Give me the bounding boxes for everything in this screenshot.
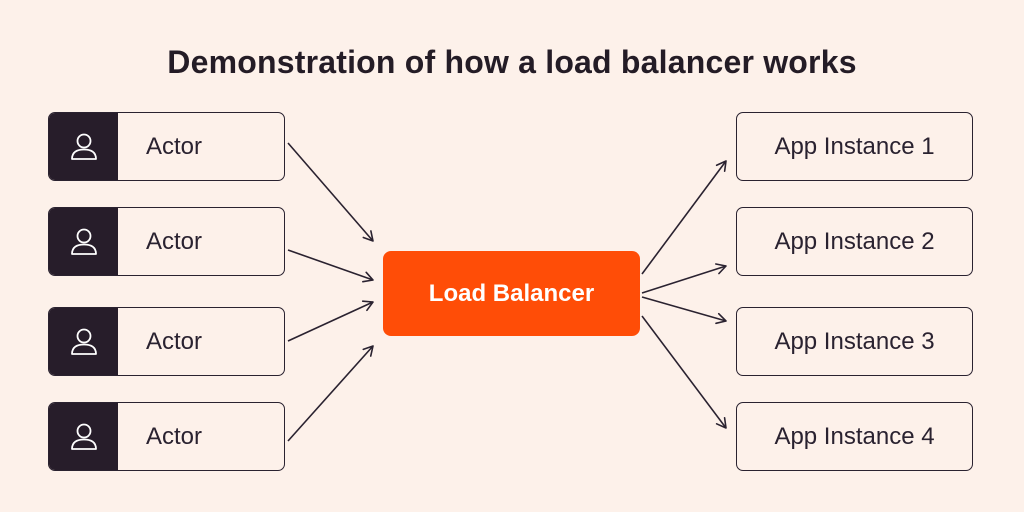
app-instance-box-2: App Instance 2 xyxy=(736,207,973,276)
arrow-actor-1-to-lb xyxy=(287,142,374,242)
actor-label: Actor xyxy=(146,227,203,255)
app-instance-label: App Instance 4 xyxy=(774,422,935,450)
load-balancer-label: Load Balancer xyxy=(428,279,595,307)
person-icon xyxy=(70,133,97,160)
app-instance-box-4: App Instance 4 xyxy=(736,402,973,471)
load-balancer-box: Load Balancer xyxy=(383,251,640,336)
actor-icon-cell xyxy=(49,308,118,375)
arrow-actor-4-to-lb xyxy=(287,345,374,442)
actor-label: Actor xyxy=(146,327,203,355)
arrow-lb-to-app-1 xyxy=(641,160,727,275)
app-instance-label: App Instance 1 xyxy=(774,132,935,160)
actor-label: Actor xyxy=(146,132,203,160)
person-icon xyxy=(70,228,97,255)
actor-box-3: Actor xyxy=(48,307,285,376)
arrow-lb-to-app-4 xyxy=(641,315,727,429)
person-icon xyxy=(70,328,97,355)
actor-icon-cell xyxy=(49,403,118,470)
actor-box-2: Actor xyxy=(48,207,285,276)
arrow-lb-to-app-3 xyxy=(641,296,727,325)
arrow-actor-2-to-lb xyxy=(287,249,374,283)
actor-icon-cell xyxy=(49,208,118,275)
diagram-title: Demonstration of how a load balancer wor… xyxy=(167,44,857,80)
arrow-lb-to-app-2 xyxy=(641,263,727,294)
app-instance-label: App Instance 3 xyxy=(774,327,935,355)
app-instance-label: App Instance 2 xyxy=(774,227,935,255)
person-icon xyxy=(70,423,97,450)
actor-box-1: Actor xyxy=(48,112,285,181)
actor-box-4: Actor xyxy=(48,402,285,471)
arrow-actor-3-to-lb xyxy=(287,300,374,342)
actor-label: Actor xyxy=(146,422,203,450)
app-instance-box-1: App Instance 1 xyxy=(736,112,973,181)
app-instance-box-3: App Instance 3 xyxy=(736,307,973,376)
actor-icon-cell xyxy=(49,113,118,180)
